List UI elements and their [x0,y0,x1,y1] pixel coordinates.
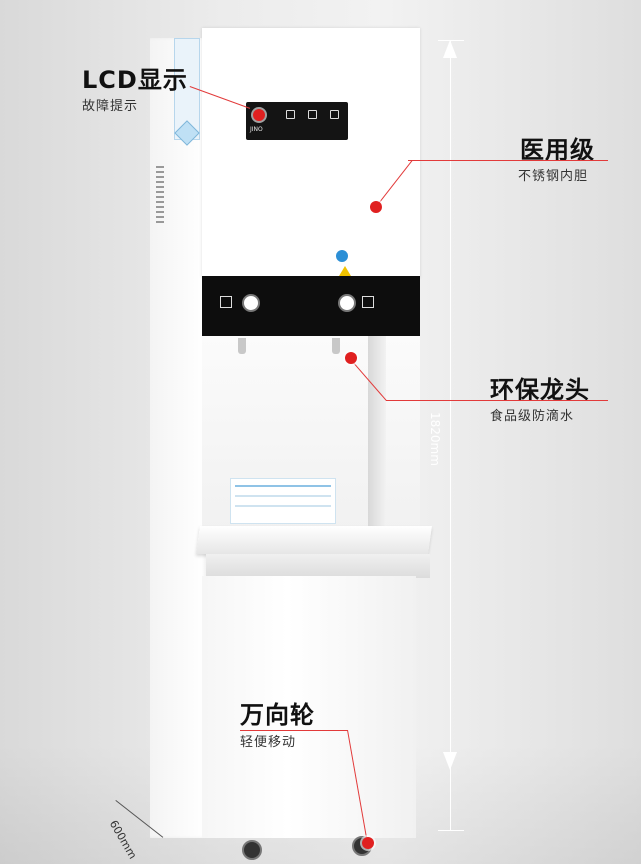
wheel-callout-dot [362,837,374,849]
instruction-label [230,478,336,524]
lcd-button-icon [286,110,295,119]
lcd-callout-subtitle: 故障提示 [82,99,139,114]
dimension-bottom-tick [438,830,464,831]
lcd-display: JINO [246,102,348,140]
lcd-brand: JINO [250,126,263,133]
control-button-icon [220,296,232,308]
lcd-button-icon [330,110,339,119]
wheel-callout-subtitle: 轻便移动 [240,735,297,750]
info-icon [336,250,348,262]
control-panel [202,276,420,336]
side-vents [156,166,164,226]
medical-callout-title: 医用级 [520,136,595,164]
medical-callout-subtitle: 不锈钢内胆 [518,169,589,184]
control-button-icon [362,296,374,308]
drip-tray-edge [206,554,430,578]
wheel-callout-line-horizontal [240,730,348,731]
faucet-callout-line-horizontal [386,400,608,401]
lower-cabinet [202,576,416,838]
faucet-callout-subtitle: 食品级防滴水 [490,409,575,424]
warm-water-knob-icon [338,294,356,312]
dimension-arrow-down [443,752,457,770]
wheel-callout-title: 万向轮 [240,701,315,729]
side-panel [150,38,206,838]
medical-callout-dot [370,201,382,213]
upper-cabinet [174,28,420,278]
height-dimension-label: 1820mm [428,412,442,466]
lcd-button-icon [308,110,317,119]
faucet-left [238,338,246,354]
dimension-line [450,40,451,830]
stainless-frame [368,336,386,551]
hot-water-knob-icon [242,294,260,312]
faucet-callout-dot [345,352,357,364]
water-dispenser: JINO [150,28,432,860]
faucet-callout-title: 环保龙头 [490,376,590,404]
drip-tray [196,526,432,554]
faucet-right [332,338,340,354]
medical-callout-line-horizontal [408,160,608,161]
lcd-callout-dot [253,109,265,121]
caster-wheel-icon [242,840,262,860]
warning-icon [339,266,351,276]
lcd-callout-title: LCD显示 [82,66,188,94]
